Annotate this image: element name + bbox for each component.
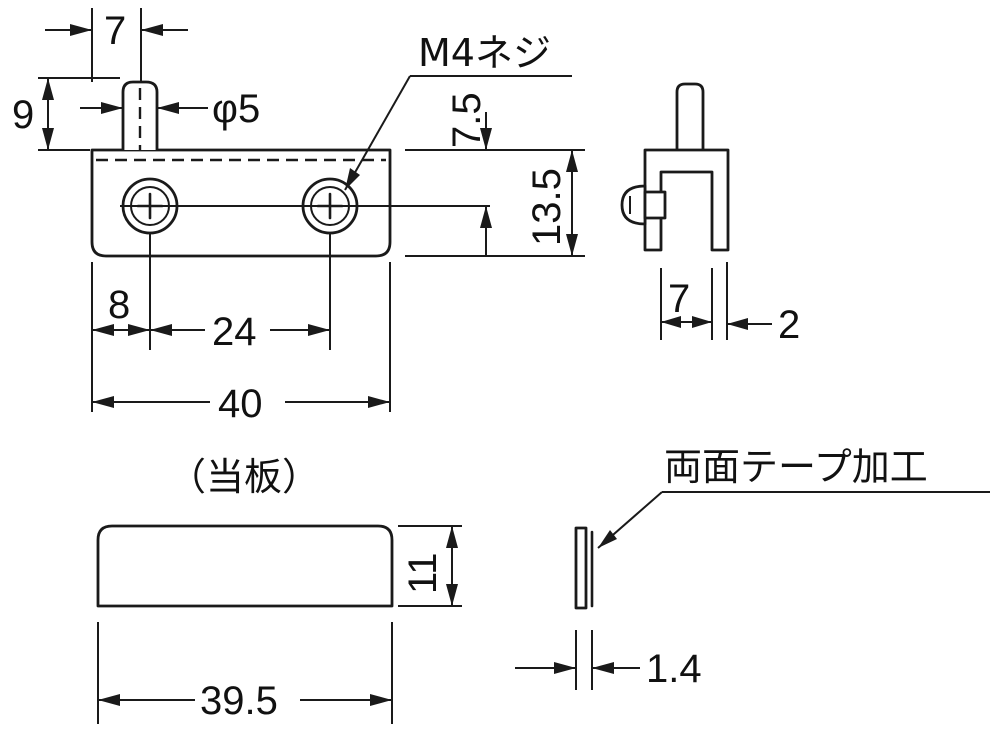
side-view <box>620 82 730 252</box>
plate-label: （当板） <box>168 455 320 499</box>
dim-pin-width: 7 <box>45 8 188 82</box>
dim-body-length-value: 40 <box>218 382 263 426</box>
dim-pin-width-value: 7 <box>104 9 126 53</box>
side-view-screw <box>620 184 647 226</box>
dim-plate-height: 11 <box>398 525 462 607</box>
screw-label: M4ネジ <box>418 31 551 75</box>
dim-side-thickness-value: 2 <box>778 303 800 347</box>
dim-side-width: 7 <box>660 262 728 340</box>
dim-plate-length: 39.5 <box>97 622 393 724</box>
dim-plate-thickness-value: 1.4 <box>646 647 702 691</box>
tape-label: 両面テープ加工 <box>664 445 928 489</box>
dim-body-height-value: 13.5 <box>525 168 569 246</box>
side-view-pin <box>675 82 705 150</box>
tape-callout: 両面テープ加工 <box>597 445 990 549</box>
dim-hole-pitch-value: 24 <box>212 310 257 354</box>
dim-hole-pitch: 24 <box>150 310 330 354</box>
dim-pin-height: 9 <box>12 77 120 151</box>
dim-screw-offset-value: 7.5 <box>445 92 489 148</box>
side-view-bracket <box>643 148 730 252</box>
screw-callout: M4ネジ <box>344 31 572 191</box>
dim-plate-height-value: 11 <box>401 552 445 594</box>
dim-body-height: 13.5 <box>405 150 585 257</box>
plate-side-view <box>574 526 594 610</box>
dim-side-width-value: 7 <box>668 277 690 321</box>
dim-pin-diameter-value: φ5 <box>212 87 260 131</box>
dim-plate-thickness: 1.4 <box>515 630 702 691</box>
plate-front <box>96 524 394 608</box>
dim-plate-length-value: 39.5 <box>200 679 278 723</box>
plate-side <box>574 526 588 610</box>
dim-hole-offset-value: 8 <box>108 283 130 327</box>
dim-screw-offset: 7.5 <box>405 92 585 256</box>
dim-hole-offset: 8 <box>92 283 150 336</box>
dim-pin-diameter: φ5 <box>80 87 260 131</box>
front-view <box>90 80 490 258</box>
dim-side-thickness: 2 <box>727 303 800 347</box>
dim-pin-height-value: 9 <box>12 93 34 137</box>
dim-body-length: 40 <box>92 382 390 426</box>
